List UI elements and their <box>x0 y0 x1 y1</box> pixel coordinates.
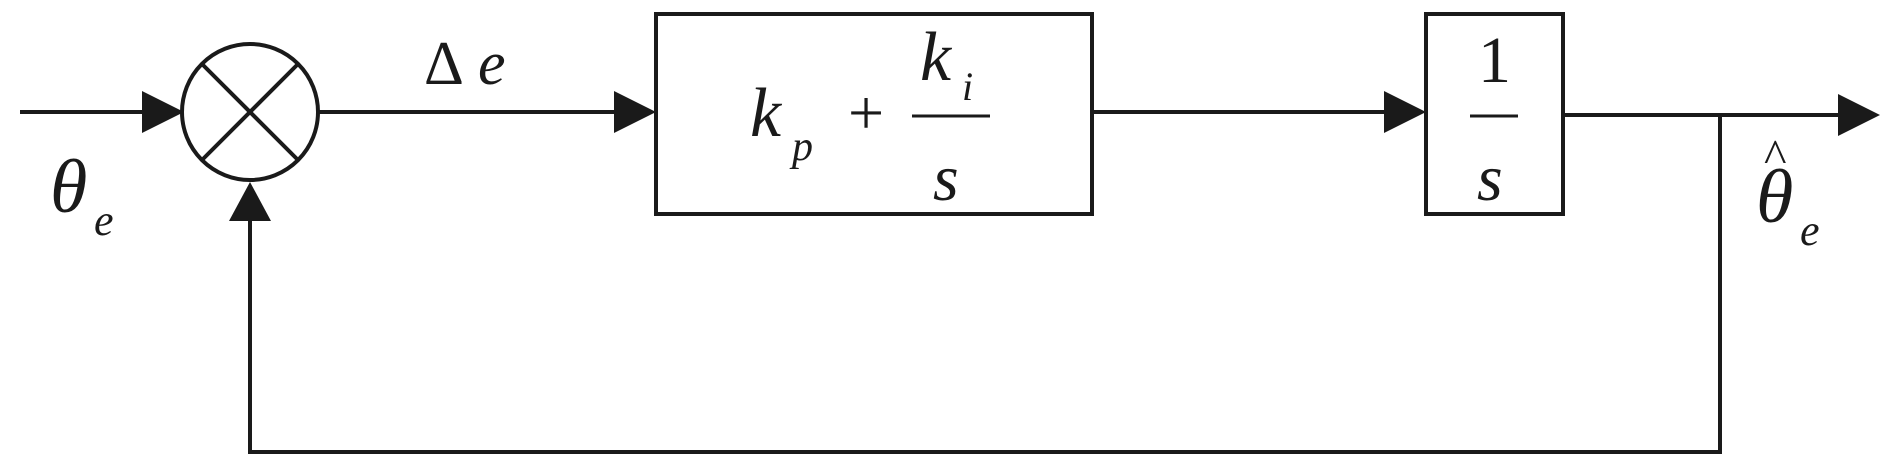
output-subscript: e <box>1800 206 1820 255</box>
output-label: ^ θ e <box>1756 130 1820 255</box>
error-label: Δ e <box>424 30 506 98</box>
kp-symbol: k <box>750 75 783 152</box>
feedback-wire <box>248 115 1722 454</box>
input-arrowhead <box>142 91 184 133</box>
ki-symbol: k <box>920 19 953 96</box>
integrator-numerator: 1 <box>1478 24 1511 97</box>
control-arrowhead <box>1384 91 1426 133</box>
summing-junction <box>180 42 320 182</box>
input-label: θ e <box>50 145 114 245</box>
plus-sign: + <box>848 77 884 148</box>
error-arrowhead <box>614 91 656 133</box>
summing-junction-cross-b <box>200 62 300 162</box>
integrator-denominator: s <box>1477 142 1503 215</box>
output-symbol: θ <box>1756 155 1793 239</box>
feedback-arrowhead <box>229 182 271 221</box>
input-subscript: e <box>94 196 114 245</box>
pi-controller-box <box>654 12 1094 216</box>
input-symbol: θ <box>50 145 87 229</box>
output-hat: ^ <box>1764 130 1787 183</box>
integrator-box <box>1424 12 1565 216</box>
pi-denominator: s <box>933 142 959 215</box>
ki-subscript: i <box>962 64 973 109</box>
integrator-block: 1 s <box>1424 12 1565 216</box>
error-symbol: e <box>478 30 506 98</box>
output-arrowhead <box>1838 94 1880 136</box>
error-delta: Δ <box>424 30 464 98</box>
kp-subscript: p <box>789 124 813 170</box>
pi-controller-block: k p + k i s <box>654 12 1094 216</box>
